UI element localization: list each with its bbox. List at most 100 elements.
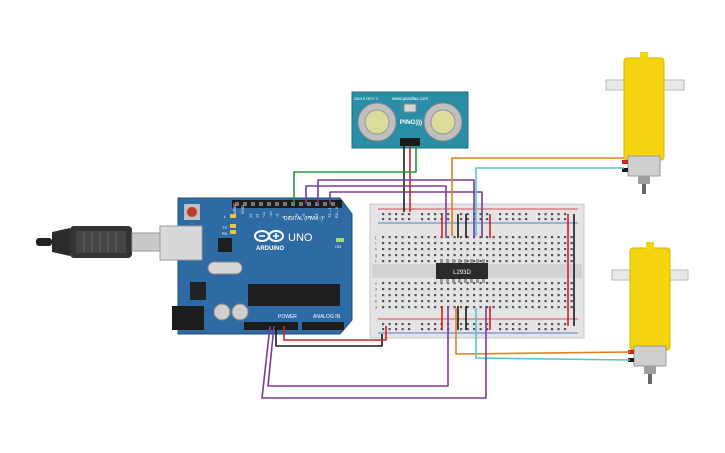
breadboard-hole[interactable] bbox=[460, 306, 463, 309]
breadboard-hole[interactable] bbox=[518, 300, 521, 303]
breadboard-hole[interactable] bbox=[440, 242, 443, 245]
breadboard-hole[interactable] bbox=[388, 306, 391, 309]
breadboard-hole[interactable] bbox=[512, 288, 515, 291]
breadboard-hole[interactable] bbox=[395, 282, 398, 285]
breadboard-hole[interactable] bbox=[434, 294, 437, 297]
breadboard-hole[interactable] bbox=[453, 282, 456, 285]
breadboard-hole[interactable] bbox=[557, 254, 560, 257]
breadboard-hole[interactable] bbox=[473, 248, 476, 251]
breadboard-hole[interactable] bbox=[512, 260, 515, 263]
breadboard-hole[interactable] bbox=[414, 300, 417, 303]
breadboard-hole[interactable] bbox=[570, 236, 573, 239]
arduino-uno-board[interactable]: UNO ARDUINO DIGITAL (PWM~) POWER ANALOG … bbox=[159, 197, 353, 335]
breadboard-hole[interactable] bbox=[486, 254, 489, 257]
breadboard-hole[interactable] bbox=[388, 288, 391, 291]
breadboard-hole[interactable] bbox=[551, 282, 554, 285]
breadboard-hole[interactable] bbox=[486, 242, 489, 245]
breadboard-hole[interactable] bbox=[551, 294, 554, 297]
breadboard-hole[interactable] bbox=[551, 242, 554, 245]
breadboard-hole[interactable] bbox=[531, 248, 534, 251]
breadboard-hole[interactable] bbox=[466, 218, 469, 221]
breadboard-hole[interactable] bbox=[486, 288, 489, 291]
breadboard-hole[interactable] bbox=[544, 218, 547, 221]
breadboard-hole[interactable] bbox=[479, 294, 482, 297]
breadboard-hole[interactable] bbox=[538, 218, 541, 221]
breadboard-hole[interactable] bbox=[447, 218, 450, 221]
breadboard-hole[interactable] bbox=[525, 288, 528, 291]
breadboard-hole[interactable] bbox=[564, 254, 567, 257]
breadboard-hole[interactable] bbox=[486, 248, 489, 251]
breadboard-hole[interactable] bbox=[564, 323, 567, 326]
breadboard-hole[interactable] bbox=[427, 213, 430, 216]
breadboard-hole[interactable] bbox=[421, 294, 424, 297]
breadboard-hole[interactable] bbox=[466, 213, 469, 216]
breadboard-hole[interactable] bbox=[492, 254, 495, 257]
breadboard-hole[interactable] bbox=[408, 306, 411, 309]
breadboard-hole[interactable] bbox=[395, 242, 398, 245]
breadboard-hole[interactable] bbox=[557, 218, 560, 221]
breadboard-hole[interactable] bbox=[382, 306, 385, 309]
breadboard-hole[interactable] bbox=[434, 254, 437, 257]
breadboard-hole[interactable] bbox=[479, 288, 482, 291]
breadboard-hole[interactable] bbox=[434, 288, 437, 291]
breadboard-hole[interactable] bbox=[453, 236, 456, 239]
breadboard-hole[interactable] bbox=[460, 248, 463, 251]
breadboard-hole[interactable] bbox=[395, 288, 398, 291]
breadboard-hole[interactable] bbox=[479, 260, 482, 263]
breadboard-hole[interactable] bbox=[427, 260, 430, 263]
breadboard-hole[interactable] bbox=[447, 294, 450, 297]
breadboard-hole[interactable] bbox=[544, 294, 547, 297]
breadboard-hole[interactable] bbox=[408, 213, 411, 216]
breadboard-hole[interactable] bbox=[570, 260, 573, 263]
breadboard-hole[interactable] bbox=[414, 248, 417, 251]
breadboard-hole[interactable] bbox=[434, 306, 437, 309]
breadboard-hole[interactable] bbox=[479, 323, 482, 326]
breadboard-hole[interactable] bbox=[388, 294, 391, 297]
breadboard-hole[interactable] bbox=[408, 254, 411, 257]
breadboard-hole[interactable] bbox=[434, 328, 437, 331]
breadboard-hole[interactable] bbox=[570, 242, 573, 245]
breadboard-hole[interactable] bbox=[434, 242, 437, 245]
breadboard-hole[interactable] bbox=[564, 213, 567, 216]
breadboard-hole[interactable] bbox=[427, 248, 430, 251]
breadboard-hole[interactable] bbox=[421, 236, 424, 239]
breadboard-hole[interactable] bbox=[531, 260, 534, 263]
breadboard-hole[interactable] bbox=[525, 300, 528, 303]
breadboard-hole[interactable] bbox=[421, 282, 424, 285]
breadboard-hole[interactable] bbox=[421, 242, 424, 245]
breadboard-hole[interactable] bbox=[564, 218, 567, 221]
breadboard-hole[interactable] bbox=[544, 254, 547, 257]
breadboard-hole[interactable] bbox=[486, 218, 489, 221]
breadboard-hole[interactable] bbox=[525, 323, 528, 326]
dc-motor-top[interactable] bbox=[605, 52, 685, 194]
breadboard-hole[interactable] bbox=[427, 254, 430, 257]
breadboard-hole[interactable] bbox=[557, 260, 560, 263]
breadboard-hole[interactable] bbox=[518, 323, 521, 326]
breadboard-hole[interactable] bbox=[414, 236, 417, 239]
breadboard-hole[interactable] bbox=[388, 260, 391, 263]
breadboard-hole[interactable] bbox=[466, 306, 469, 309]
breadboard-hole[interactable] bbox=[466, 294, 469, 297]
breadboard-hole[interactable] bbox=[531, 294, 534, 297]
breadboard-hole[interactable] bbox=[440, 282, 443, 285]
breadboard-hole[interactable] bbox=[551, 300, 554, 303]
breadboard-hole[interactable] bbox=[382, 288, 385, 291]
breadboard-hole[interactable] bbox=[382, 236, 385, 239]
breadboard-hole[interactable] bbox=[421, 254, 424, 257]
breadboard-hole[interactable] bbox=[525, 328, 528, 331]
breadboard-hole[interactable] bbox=[512, 218, 515, 221]
breadboard-hole[interactable] bbox=[401, 254, 404, 257]
breadboard-hole[interactable] bbox=[531, 236, 534, 239]
breadboard-hole[interactable] bbox=[486, 236, 489, 239]
breadboard-hole[interactable] bbox=[414, 306, 417, 309]
breadboard-hole[interactable] bbox=[401, 260, 404, 263]
breadboard-hole[interactable] bbox=[557, 248, 560, 251]
breadboard-hole[interactable] bbox=[492, 300, 495, 303]
breadboard-hole[interactable] bbox=[479, 282, 482, 285]
breadboard-hole[interactable] bbox=[401, 288, 404, 291]
breadboard-hole[interactable] bbox=[460, 282, 463, 285]
breadboard-hole[interactable] bbox=[382, 323, 385, 326]
breadboard-hole[interactable] bbox=[427, 236, 430, 239]
breadboard-hole[interactable] bbox=[518, 260, 521, 263]
breadboard-hole[interactable] bbox=[518, 288, 521, 291]
